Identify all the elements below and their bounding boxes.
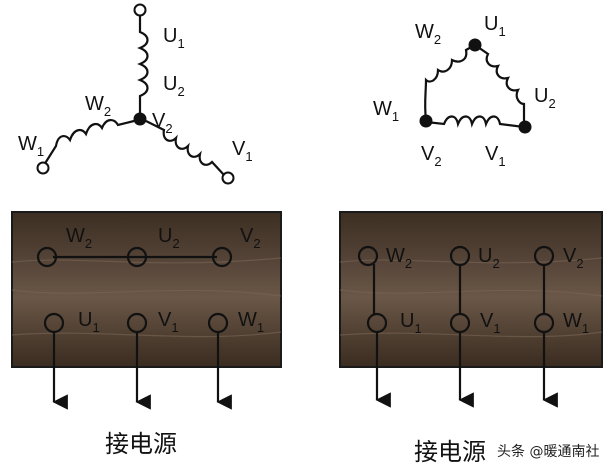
delta-label-v1: V1 — [485, 143, 506, 169]
terminal-board-star: W2 U2 V2 U1 V1 W1 — [11, 211, 282, 368]
board-left-label-w1: W1 — [238, 309, 264, 335]
delta-label-w2: W2 — [415, 21, 441, 47]
board-left-label-w2: W2 — [66, 225, 92, 251]
board-left-label-v1: V1 — [158, 309, 179, 335]
board-left-label-v2: V2 — [240, 225, 261, 251]
board-right-label-v2: V2 — [563, 245, 584, 271]
terminal-board-delta: W2 U2 V2 U1 V1 W1 — [339, 211, 603, 368]
board-right-label-u1: U1 — [400, 310, 422, 336]
star-neutral-point — [133, 112, 147, 126]
board-right-label-w2: W2 — [386, 245, 412, 271]
delta-vertex-top — [468, 38, 482, 52]
wood-grain — [339, 257, 603, 338]
star-label-v1: V1 — [232, 138, 253, 164]
watermark: 头条 @暖通南社 — [497, 443, 599, 460]
v-winding-coil — [145, 120, 225, 176]
board-right-label-u2: U2 — [478, 245, 500, 271]
board-left-label-u2: U2 — [158, 225, 180, 251]
supply-arrows-left — [52, 332, 232, 410]
star-label-v2: V2 — [152, 110, 173, 136]
delta-label-w1: W1 — [373, 98, 399, 124]
v1-terminal — [221, 171, 235, 185]
w-winding-coil — [43, 119, 135, 166]
star-schematic: U1 U2 W2 V2 W1 V1 — [18, 3, 253, 185]
terminal-u2 — [126, 246, 148, 268]
terminal-v2 — [533, 245, 555, 267]
star-label-u2: U2 — [163, 73, 185, 99]
terminal-w2 — [357, 245, 379, 267]
delta-schematic: U1 W2 U2 W1 V2 V1 — [373, 13, 556, 169]
terminal-v2 — [211, 246, 233, 268]
w1-terminal — [36, 161, 50, 175]
board-right-label-w1: W1 — [563, 310, 589, 336]
delta-label-v2: V2 — [421, 143, 442, 169]
terminal-u2 — [449, 245, 471, 267]
board-right-label-v1: V1 — [480, 310, 501, 336]
wood-board — [339, 211, 603, 368]
delta-u-winding — [474, 44, 526, 125]
caption-power-right: 接电源 — [414, 438, 486, 466]
delta-label-u2: U2 — [534, 85, 556, 111]
wood-board — [11, 211, 282, 368]
terminal-w2 — [36, 246, 58, 268]
delta-vertex-right — [518, 120, 532, 134]
delta-label-u1: U1 — [484, 13, 506, 39]
supply-arrows-right — [375, 332, 558, 408]
u-winding-coil — [137, 15, 149, 118]
caption-power-left: 接电源 — [105, 430, 177, 458]
star-label-w1: W1 — [18, 133, 44, 159]
delta-v-winding — [425, 115, 525, 129]
board-left-label-u1: U1 — [78, 309, 100, 335]
u1-terminal — [133, 3, 147, 17]
delta-vertex-left — [419, 114, 433, 128]
delta-w-winding — [424, 44, 476, 121]
star-label-u1: U1 — [163, 25, 185, 51]
star-label-w2: W2 — [85, 93, 111, 119]
